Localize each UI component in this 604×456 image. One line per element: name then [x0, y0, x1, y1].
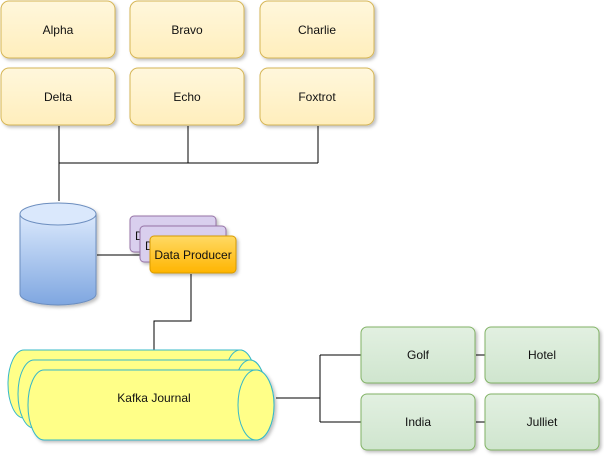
box-alpha[interactable]: Alpha: [0, 0, 116, 59]
consumer-services: Golf Hotel India Julliet: [360, 326, 600, 451]
connector-lines: [58, 126, 485, 423]
box-label: Golf: [407, 348, 430, 362]
box-hotel[interactable]: Hotel: [484, 326, 600, 384]
box-label: Bravo: [171, 23, 203, 37]
box-label: Julliet: [527, 415, 558, 429]
box-label: India: [405, 415, 431, 429]
box-charlie[interactable]: Charlie: [259, 0, 375, 59]
kafka-journal-stack[interactable]: Kafka Journal: [7, 349, 275, 441]
box-delta[interactable]: Delta: [0, 67, 116, 126]
kafka-journal-label: Kafka Journal: [117, 391, 190, 405]
data-producer-box[interactable]: Data Producer: [149, 235, 237, 274]
box-label: Delta: [44, 90, 72, 104]
box-label: Echo: [173, 90, 201, 104]
box-india[interactable]: India: [360, 393, 476, 451]
database-cylinder[interactable]: [19, 202, 97, 306]
box-label: Alpha: [43, 23, 74, 37]
box-label: Foxtrot: [298, 90, 336, 104]
box-bravo[interactable]: Bravo: [129, 0, 245, 59]
connector-line: [153, 274, 192, 368]
data-producer-stack[interactable]: D D Data Producer: [129, 215, 237, 274]
box-echo[interactable]: Echo: [129, 67, 245, 126]
journal-cylinder-front: [27, 369, 275, 441]
top-services: Alpha Bravo Charlie Delta Echo Foxtrot: [0, 0, 375, 126]
box-foxtrot[interactable]: Foxtrot: [259, 67, 375, 126]
box-label: Hotel: [528, 348, 556, 362]
data-producer-label: Data Producer: [154, 248, 231, 262]
box-golf[interactable]: Golf: [360, 326, 476, 384]
box-label: Charlie: [298, 23, 336, 37]
box-julliet[interactable]: Julliet: [484, 393, 600, 451]
